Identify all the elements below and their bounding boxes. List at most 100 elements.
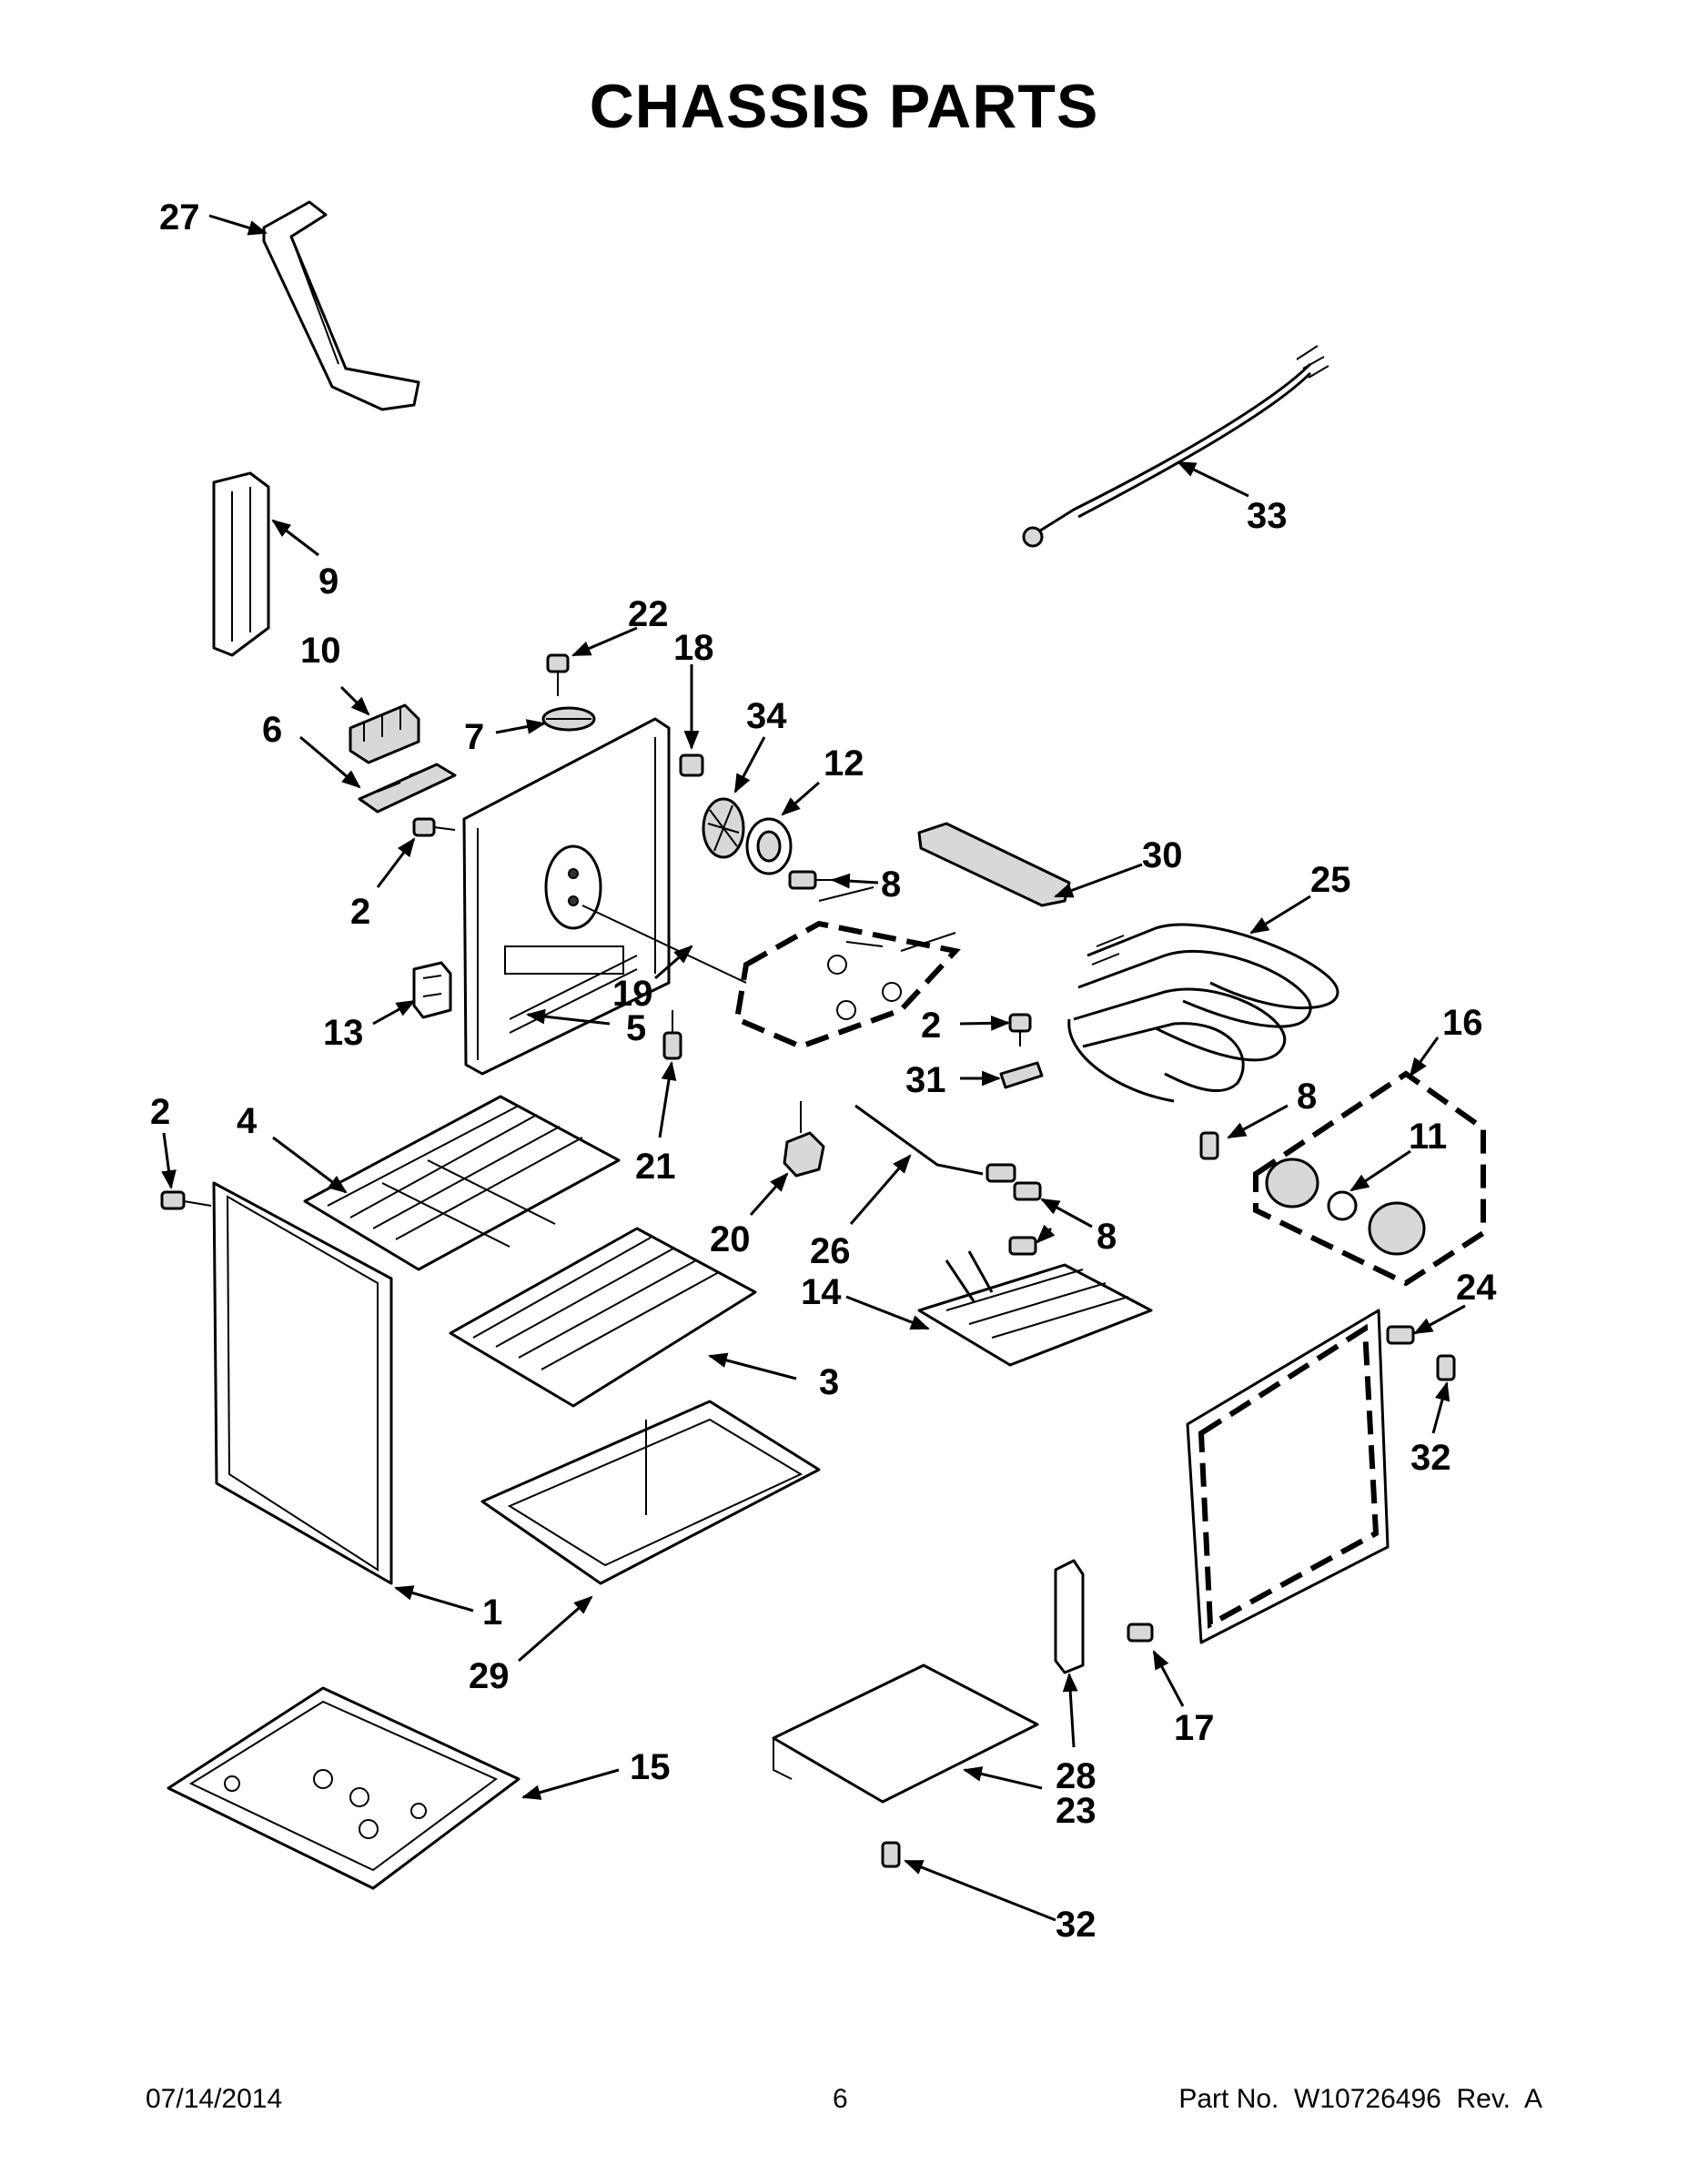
part-29-drawer-pan: [480, 1400, 821, 1585]
part-13-hinge: [412, 961, 452, 1019]
part-2-screw-a: [412, 817, 456, 837]
leader-33: [1177, 460, 1249, 498]
callout-30: 30: [1142, 835, 1183, 875]
part-2-screw-b: [1008, 1013, 1032, 1046]
callout-10: 10: [300, 631, 341, 671]
part-32-screw-b: [881, 1841, 901, 1868]
leader-8b: [1227, 1104, 1289, 1139]
leader-25: [1249, 895, 1311, 935]
part-8-screw-d: [1199, 1131, 1219, 1160]
leader-2b: [959, 1015, 1011, 1031]
leader-34: [733, 736, 766, 794]
callout-21: 21: [635, 1147, 676, 1187]
leader-7: [495, 719, 547, 734]
leader-24: [1413, 1304, 1466, 1335]
callout-6: 6: [262, 710, 282, 750]
callout-32a: 32: [1410, 1438, 1451, 1478]
part-16-knob-kit-box: [1253, 1070, 1486, 1287]
part-33-wire-harness: [1022, 345, 1329, 548]
part-31-clip: [999, 1061, 1044, 1089]
callout-33: 33: [1247, 496, 1288, 536]
part-8-screw-b: [1013, 1181, 1042, 1201]
part-9-side-channel: [212, 471, 270, 657]
leader-29: [518, 1595, 593, 1663]
part-30-rail: [917, 822, 1071, 907]
leader-22: [571, 626, 638, 657]
page-title: CHASSIS PARTS: [589, 72, 1099, 141]
callout-8c: 8: [1097, 1217, 1117, 1257]
part-23-plate: [772, 1663, 1039, 1804]
callout-29: 29: [469, 1656, 510, 1696]
callout-12: 12: [824, 743, 864, 784]
part-2-screw-c: [160, 1190, 212, 1210]
part-10-clip: [349, 703, 420, 764]
part-8-screw-a: [788, 870, 833, 890]
leader-14: [845, 1295, 930, 1330]
callout-32b: 32: [1056, 1905, 1097, 1945]
callout-22: 22: [628, 594, 669, 634]
callout-17: 17: [1174, 1708, 1215, 1748]
leader-16: [1409, 1036, 1440, 1077]
part-27-bracket: [262, 200, 420, 411]
leader-13: [372, 999, 416, 1026]
callout-14: 14: [801, 1272, 842, 1312]
leader-8c: [1040, 1198, 1093, 1228]
leader-32a: [1431, 1380, 1450, 1434]
part-20-valve: [783, 1101, 825, 1178]
part-19-burner-box: [581, 886, 961, 1050]
part-11-knobs: [1265, 1158, 1426, 1256]
leader-5: [525, 1008, 611, 1026]
part-6-bracket: [358, 763, 457, 814]
callout-1: 1: [482, 1592, 502, 1633]
part-1-oven-door: [212, 1181, 393, 1585]
part-26-oven-sensor: [854, 1104, 1016, 1183]
part-24-pin: [1386, 1325, 1415, 1345]
callout-25: 25: [1310, 860, 1351, 900]
part-12-gasket: [745, 817, 793, 875]
leader-28: [1062, 1672, 1078, 1748]
callout-34: 34: [746, 696, 787, 736]
leader-3: [707, 1352, 797, 1380]
footer-page-number: 6: [833, 2084, 848, 2114]
callout-4: 4: [237, 1101, 258, 1141]
callout-28: 28: [1056, 1756, 1097, 1796]
callout-15: 15: [630, 1747, 671, 1787]
part-17-screw: [1127, 1623, 1154, 1643]
callout-27: 27: [159, 197, 200, 238]
leader-19: [654, 945, 693, 980]
part-21-screw: [662, 1010, 682, 1060]
leader-23: [962, 1766, 1043, 1790]
leader-8d: [1036, 1224, 1056, 1244]
leader-15: [521, 1768, 620, 1800]
leader-1: [393, 1585, 474, 1613]
part-32-screw-a: [1436, 1354, 1456, 1381]
part-8-screw-c: [1008, 1236, 1037, 1256]
part-15-bottom-panel: [167, 1686, 521, 1890]
leader-2c: [161, 1132, 177, 1190]
leader-32b: [904, 1859, 1056, 1922]
part-14-broil-pan-rack: [917, 1250, 1153, 1367]
callout-26: 26: [810, 1231, 851, 1271]
part-5-rear-panel: [462, 717, 671, 1076]
leader-12: [781, 781, 820, 816]
leader-27: [208, 214, 268, 236]
leader-6: [299, 735, 361, 789]
part-3-broil-pan: [449, 1227, 757, 1408]
callout-16: 16: [1442, 1003, 1483, 1043]
callout-2a: 2: [350, 892, 370, 932]
callout-2c: 2: [150, 1092, 170, 1132]
callout-8a: 8: [881, 864, 901, 905]
callout-24: 24: [1456, 1268, 1497, 1308]
callout-31: 31: [905, 1060, 946, 1100]
callout-7: 7: [464, 717, 484, 757]
leader-17: [1152, 1650, 1185, 1707]
part-34-fan-blade: [702, 797, 745, 859]
leader-10: [339, 685, 370, 716]
leader-21: [658, 1060, 677, 1138]
part-18-bushing: [679, 753, 704, 777]
footer-part-number: Part No. W10726496 Rev. A: [1178, 2084, 1542, 2114]
part-4-oven-rack: [303, 1095, 621, 1271]
leader-20: [749, 1172, 789, 1216]
leader-26: [849, 1154, 912, 1225]
